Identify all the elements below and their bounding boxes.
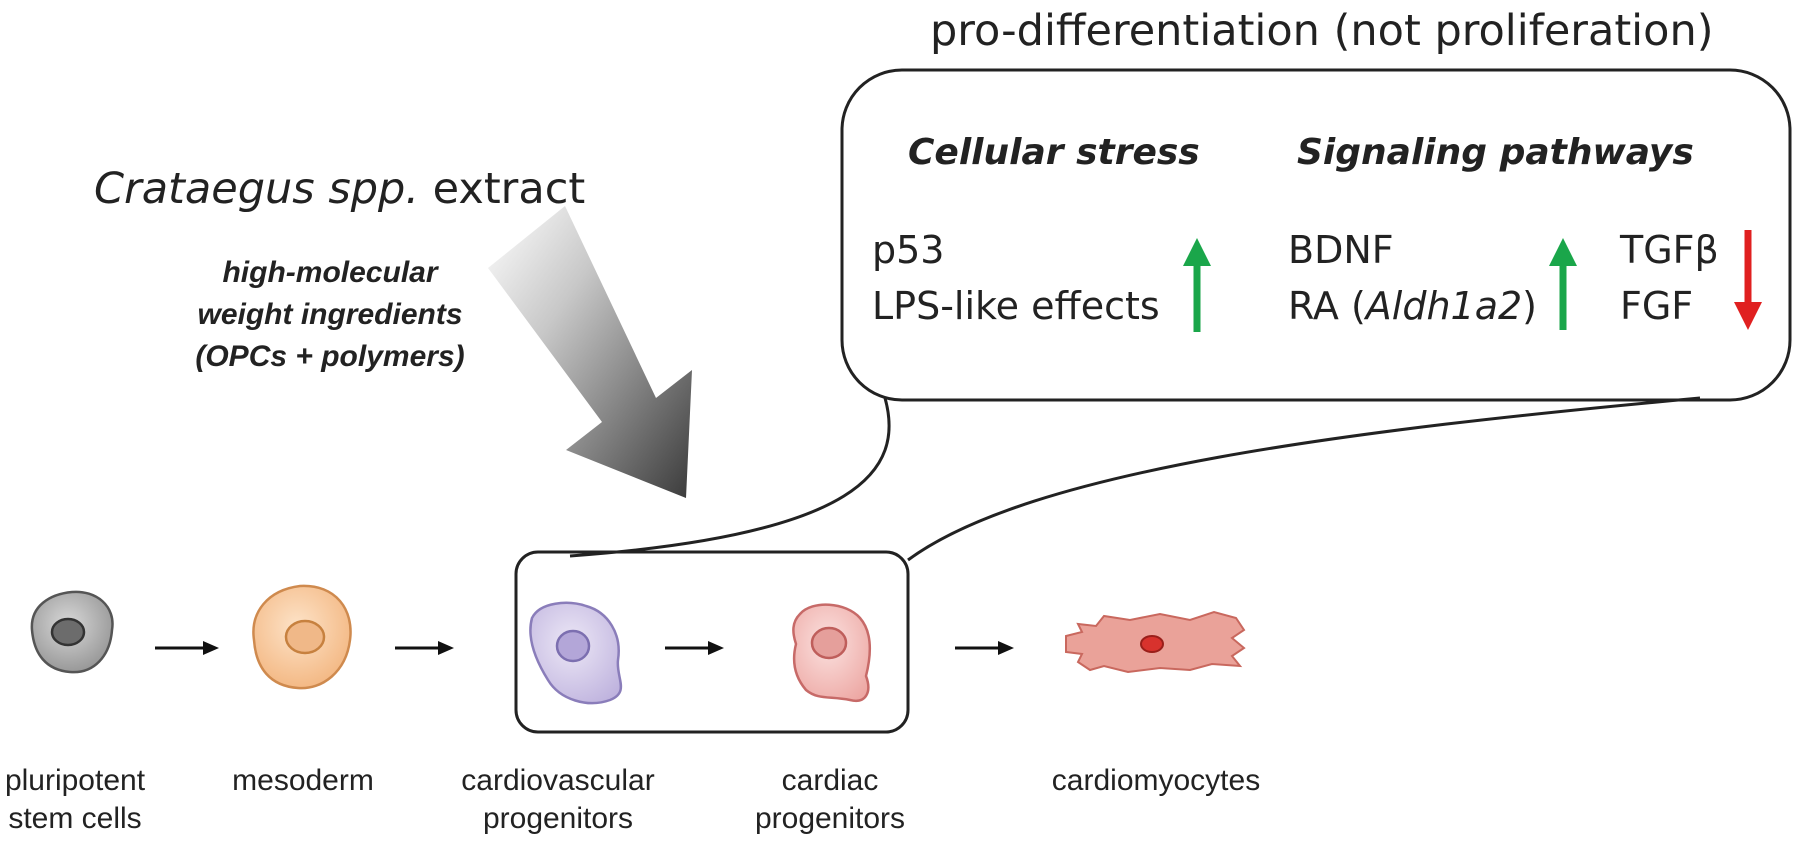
stage-label-mesoderm: mesoderm — [232, 764, 374, 797]
stage-label-cardiac: cardiac progenitors — [754, 764, 906, 835]
extract-label: Crataegus spp. extract — [94, 164, 585, 214]
signaling-item-bdnf: BDNF — [1288, 228, 1394, 272]
cardiovascular-progenitor-cell — [529, 601, 623, 705]
signaling-up-arrow — [1549, 238, 1577, 330]
ingredients-line-1: high-molecular — [222, 256, 438, 289]
process-arrow-3 — [665, 641, 724, 655]
ingredients-line-3: (OPCs + polymers) — [195, 340, 465, 373]
pluripotent-stem-cell — [30, 590, 114, 674]
extract-word: extract — [419, 164, 586, 214]
callout-line-right — [907, 396, 1701, 562]
stress-item-lps: LPS-like effects — [872, 284, 1160, 328]
callout-panel-box — [840, 68, 1792, 402]
ingredients-label: high-molecular weight ingredients (OPCs … — [150, 252, 510, 378]
process-arrow-2 — [395, 641, 454, 655]
stage-label-pluripotent: pluripotent stem cells — [4, 764, 146, 835]
stage-label-cardiomyocytes: cardiomyocytes — [1051, 764, 1261, 797]
extract-species: Crataegus spp. — [94, 164, 419, 214]
process-arrow-4 — [955, 641, 1014, 655]
cellular-stress-heading: Cellular stress — [908, 132, 1200, 173]
stage-label-cardiovascular: cardiovascular progenitors — [461, 764, 655, 835]
process-arrow-1 — [155, 641, 219, 655]
mesoderm-cell — [252, 584, 352, 690]
signaling-item-tgfb: TGFβ — [1620, 228, 1719, 272]
cardiac-progenitor-cell — [792, 603, 872, 703]
stress-item-p53: p53 — [872, 228, 945, 272]
ingredients-line-2: weight ingredients — [197, 298, 463, 331]
signaling-item-fgf: FGF — [1620, 284, 1694, 328]
signaling-down-arrow — [1734, 230, 1762, 330]
callout-line-left — [569, 397, 891, 558]
extract-arrow — [488, 206, 692, 498]
cellular-stress-up-arrow — [1183, 238, 1211, 332]
cardiomyocyte-cell — [1065, 610, 1246, 674]
diagram-title: pro-differentiation (not proliferation) — [930, 6, 1714, 56]
progenitors-group-box — [514, 550, 910, 734]
signaling-heading: Signaling pathways — [1297, 132, 1694, 173]
aldh1a2-gene: Aldh1a2 — [1365, 284, 1523, 328]
signaling-item-ra: RA (Aldh1a2) — [1288, 284, 1537, 328]
